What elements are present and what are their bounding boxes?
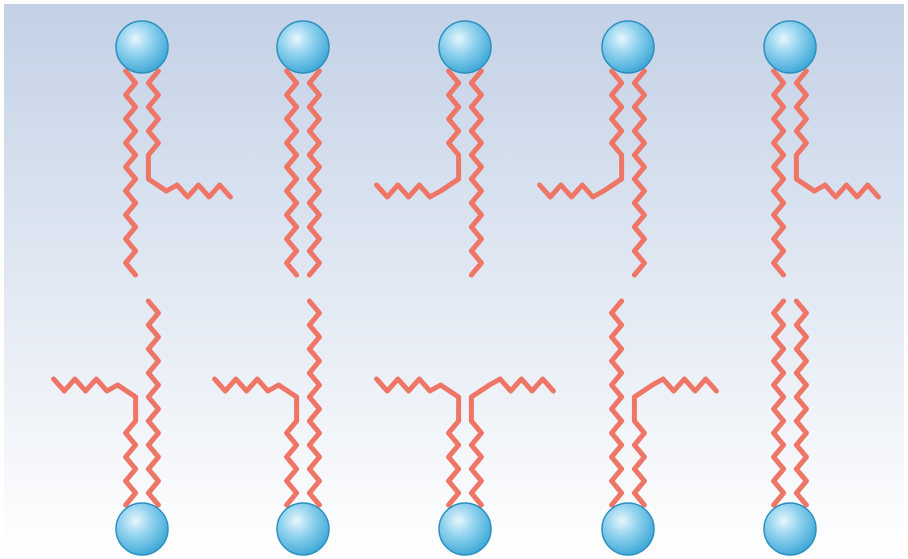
- bottom-lipid-3-right-tail: [468, 376, 556, 508]
- tails-layer: [51, 68, 881, 508]
- top-lipid-3-left-tail: [374, 68, 462, 200]
- bottom-lipid-3-head: [438, 502, 492, 556]
- bottom-lipid-2-head: [276, 502, 330, 556]
- bottom-lipid-4-head: [601, 502, 655, 556]
- bottom-lipid-1-right-tail: [145, 298, 161, 508]
- heads-layer: [115, 20, 817, 556]
- bottom-lipid-2-right-tail: [306, 298, 322, 508]
- bottom-lipid-4-right-tail: [631, 376, 719, 508]
- bottom-lipid-2-left-tail: [212, 376, 300, 508]
- top-lipid-3-right-tail: [468, 68, 484, 278]
- bottom-lipid-3-left-tail: [374, 376, 462, 508]
- bottom-lipid-5-right-tail: [793, 298, 809, 508]
- top-lipid-1-right-tail: [145, 68, 233, 200]
- bottom-lipid-1-head: [115, 502, 169, 556]
- top-lipid-2-right-tail: [306, 68, 322, 278]
- bottom-lipid-1-left-tail: [51, 376, 139, 508]
- bottom-lipid-5-head: [763, 502, 817, 556]
- top-lipid-1-head: [115, 20, 169, 74]
- top-lipid-3-head: [438, 20, 492, 74]
- top-lipid-2-left-tail: [284, 68, 300, 278]
- top-lipid-4-head: [601, 20, 655, 74]
- top-lipid-5-right-tail: [793, 68, 881, 200]
- top-lipid-4-left-tail: [537, 68, 625, 200]
- top-lipid-4-right-tail: [631, 68, 647, 278]
- bottom-lipid-5-left-tail: [771, 298, 787, 508]
- top-lipid-2-head: [276, 20, 330, 74]
- top-lipid-5-left-tail: [771, 68, 787, 278]
- bottom-lipid-4-left-tail: [609, 298, 625, 508]
- top-lipid-5-head: [763, 20, 817, 74]
- top-lipid-1-left-tail: [123, 68, 139, 278]
